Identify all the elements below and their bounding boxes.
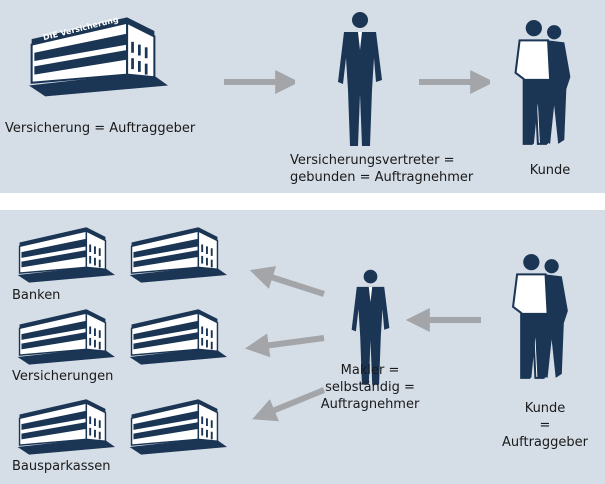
bank-building-icon xyxy=(128,226,227,284)
insurer-label: Versicherung = Auftraggeber xyxy=(5,121,196,136)
insurance-building-icon xyxy=(128,308,227,366)
broker-label-line2: selbständig = xyxy=(325,380,415,395)
customer-label-line3: Auftraggeber xyxy=(502,435,588,450)
agent-label-line2: gebunden = Auftragnehmer xyxy=(290,170,474,185)
arrow-left-icon xyxy=(405,308,481,332)
arrow-to-banks-icon xyxy=(249,266,325,297)
customer-client-label: Kunde = Auftraggeber xyxy=(500,400,590,451)
broker-label-line3: Auftragnehmer xyxy=(320,397,420,412)
agent-figure-icon xyxy=(338,12,382,146)
broker-arrows xyxy=(244,266,326,422)
insurance-building-icon xyxy=(16,308,115,366)
customer-couple-icon xyxy=(514,18,572,146)
broker-label: Makler = selbständig = Auftragnehmer xyxy=(300,362,440,413)
customer-couple-icon xyxy=(511,252,569,379)
building-society-icon xyxy=(128,398,227,456)
broker-label-line1: Makler = xyxy=(340,363,400,378)
customer-label: Kunde xyxy=(529,163,571,178)
arrow-right-icon xyxy=(419,70,490,94)
agent-label: Versicherungsvertreter = gebunden = Auft… xyxy=(290,152,474,186)
customer-label-line2: = xyxy=(539,418,551,433)
building-society-icon xyxy=(16,398,115,456)
arrow-to-building-societies-icon xyxy=(252,387,326,422)
top-panel-tied-agent: DIE Versicherung Versicherung = Auftragg… xyxy=(0,0,605,193)
customer-label-line1: Kunde xyxy=(524,401,566,416)
bank-building-icon xyxy=(16,226,115,284)
banks-label: Banken xyxy=(12,288,61,303)
arrow-to-insurers-icon xyxy=(244,333,325,358)
building-societies-label: Bausparkassen xyxy=(12,459,111,474)
insurers-label: Versicherungen xyxy=(12,369,114,384)
agent-label-line1: Versicherungsvertreter = xyxy=(290,153,455,168)
bottom-panel-broker: Banken Versicherungen Bausparkassen Makl… xyxy=(0,210,605,484)
arrow-right-icon xyxy=(224,70,295,94)
